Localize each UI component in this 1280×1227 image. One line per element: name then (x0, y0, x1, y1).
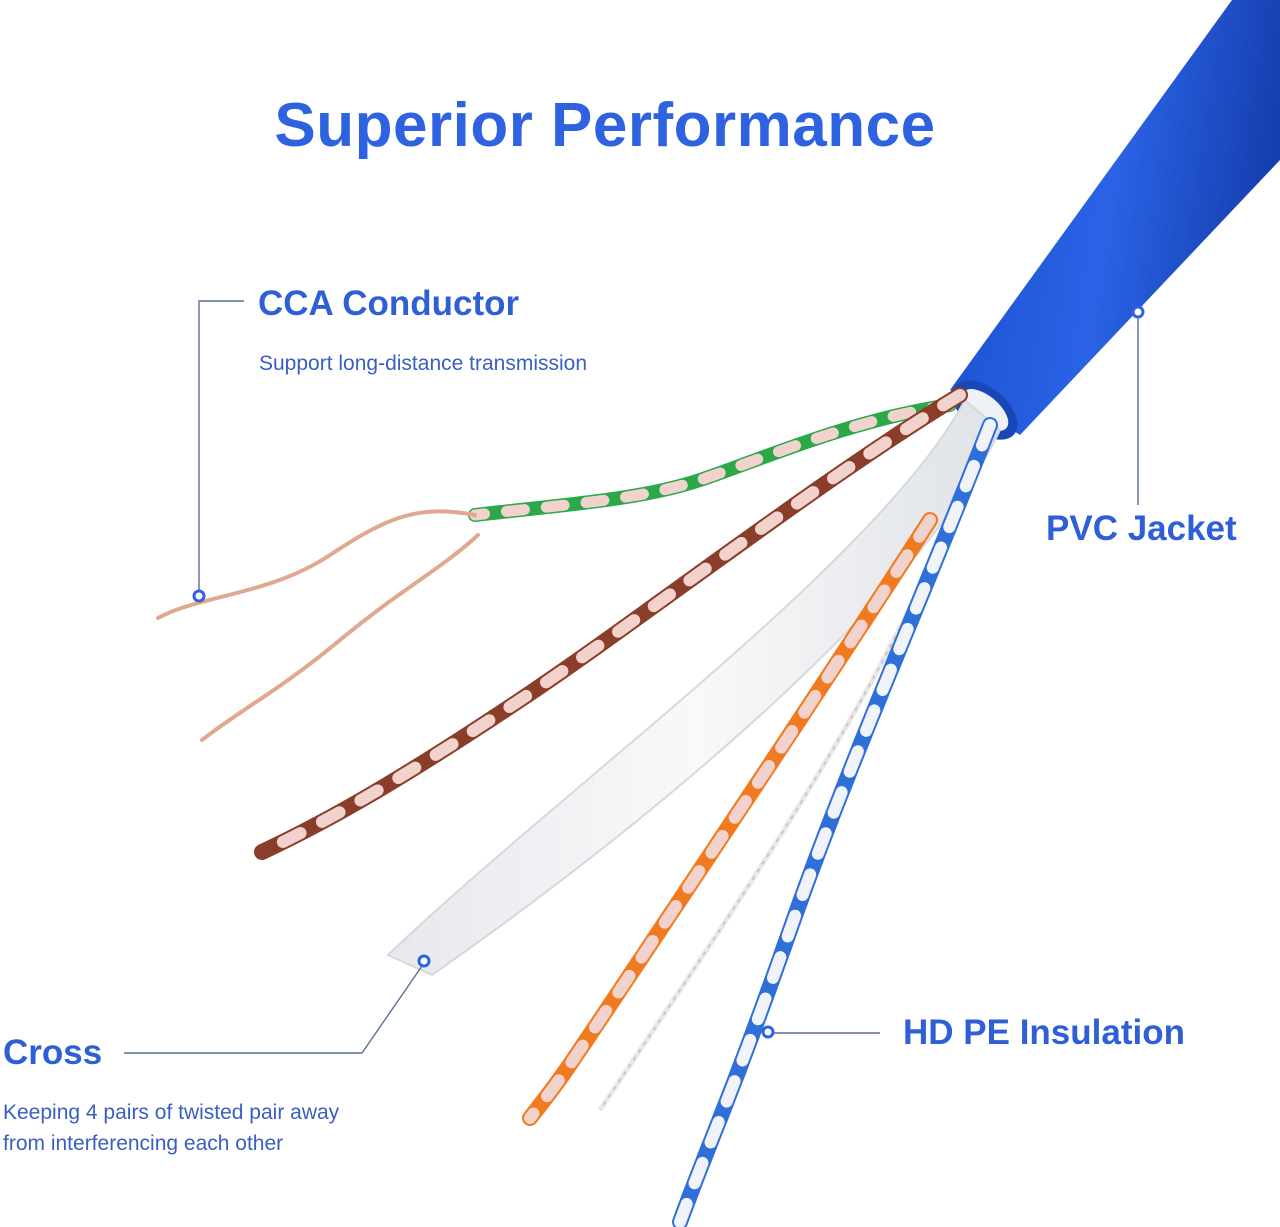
pvc-jacket-label: PVC Jacket (1046, 509, 1237, 548)
brown-pair (254, 387, 968, 860)
leader-lines (124, 300, 1139, 1054)
green-pair (468, 398, 957, 522)
cross-label: Cross (3, 1033, 103, 1072)
callout-dot-icon (417, 954, 431, 968)
copper-conductors (156, 509, 480, 742)
cross-description-line2: from interferencing each other (3, 1132, 284, 1155)
orange-pair (522, 512, 938, 1126)
cross-description-line1: Keeping 4 pairs of twisted pair away (3, 1101, 340, 1124)
cca-conductor-label: CCA Conductor (258, 284, 520, 323)
callout-dot-icon (192, 589, 206, 603)
cca-leader-line (198, 300, 244, 590)
hd-pe-insulation-label: HD PE Insulation (903, 1013, 1185, 1052)
cross-leader-line (124, 965, 423, 1054)
cca-conductor-description: Support long-distance transmission (259, 352, 588, 375)
callout-dot-icon (761, 1025, 775, 1039)
callout-dot-icon (1131, 305, 1145, 319)
page-title: Superior Performance (274, 91, 936, 160)
blue-pair (672, 417, 998, 1227)
pvc-jacket (950, 0, 1280, 440)
